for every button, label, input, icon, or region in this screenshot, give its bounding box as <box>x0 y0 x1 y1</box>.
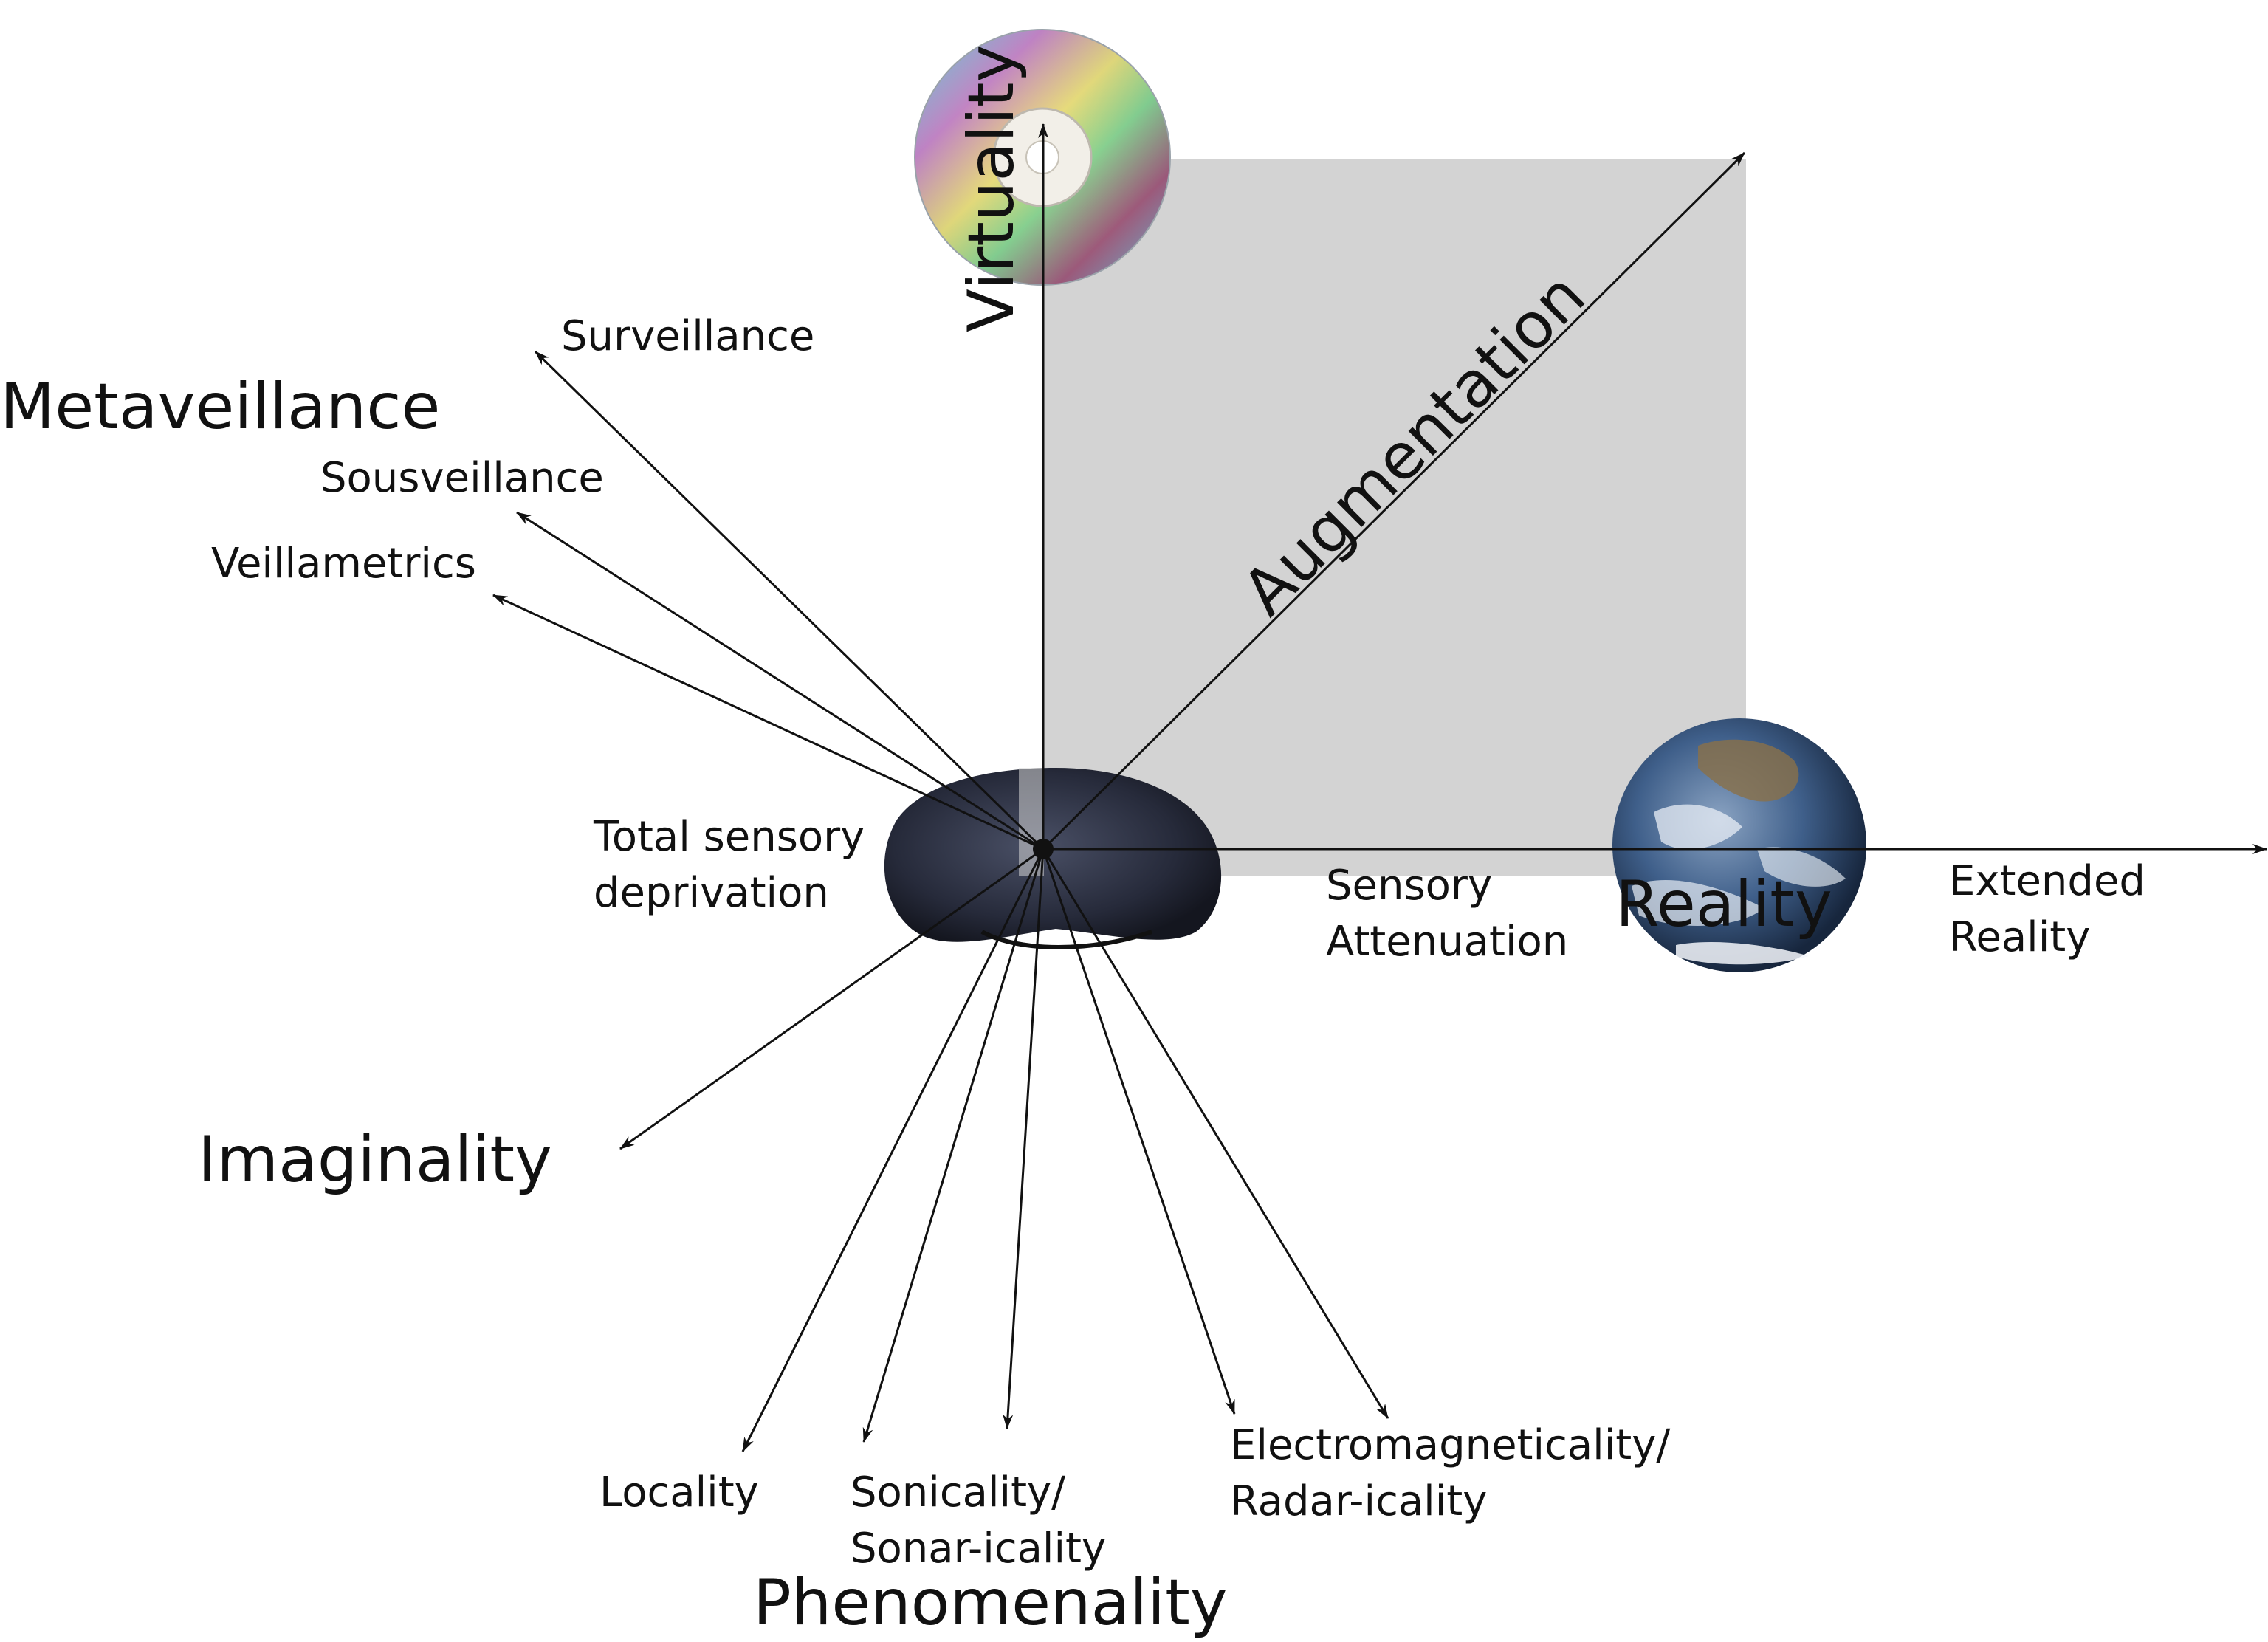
imaginality-arrow <box>619 848 1044 1150</box>
augmentation-arrow <box>1042 151 1746 851</box>
sensory-attenuation-label-line2: Attenuation <box>1326 918 1568 966</box>
extended-reality-label-line1: Extended <box>1949 857 2145 905</box>
imaginality-label: Imaginality <box>198 1123 552 1197</box>
electromagneticality-label-line2: Radar-icality <box>1230 1477 1487 1525</box>
arrows <box>492 123 2267 1452</box>
sleep-mask-icon <box>884 768 1222 949</box>
veillametrics-arrow <box>492 594 1044 851</box>
augmentation-region <box>1043 159 1746 876</box>
sensory-attenuation-label-line1: Sensory <box>1326 862 1492 910</box>
surveillance-arrow <box>534 350 1045 851</box>
origin-point <box>1033 839 1054 859</box>
electromagneticality-label-line1: Electromagneticality/ <box>1230 1421 1670 1469</box>
veillametrics-label: Veillametrics <box>211 540 476 588</box>
phenomenality-label: Phenomenality <box>753 1566 1228 1640</box>
sonicality-arrow <box>862 848 1045 1443</box>
sousveillance-label: Sousveillance <box>320 454 604 502</box>
virtuality-label: Virtuality <box>955 44 1028 332</box>
locality-label: Locality <box>599 1468 759 1516</box>
total-sensory-label-line2: deprivation <box>594 869 829 917</box>
sonicality-label-line1: Sonicality/ <box>850 1468 1065 1516</box>
sousveillance-arrow <box>516 511 1044 851</box>
metaveillance-label: Metaveillance <box>0 370 440 444</box>
radar-icality-arrow <box>1042 848 1389 1419</box>
earth-globe-icon <box>1612 718 1866 972</box>
extended-reality-label-line2: Reality <box>1949 913 2090 961</box>
surveillance-label: Surveillance <box>561 312 814 360</box>
reality-label: Reality <box>1615 868 1832 941</box>
sonicality-arrow-2 <box>1003 848 1045 1429</box>
total-sensory-label-line1: Total sensory <box>593 813 865 861</box>
locality-arrow <box>741 848 1045 1452</box>
sonicality-label-line2: Sonar-icality <box>850 1525 1106 1573</box>
electromagneticality-arrow <box>1042 848 1236 1415</box>
